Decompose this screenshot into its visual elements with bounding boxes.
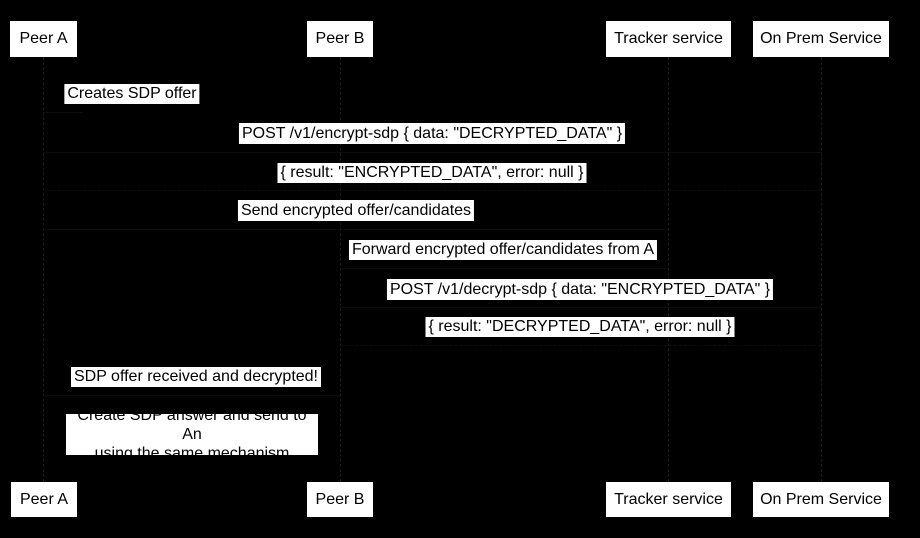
actor-label: Peer A — [19, 490, 69, 508]
lifeline-on-prem-service — [821, 57, 822, 482]
message-arrow — [43, 152, 821, 153]
actor-label: Tracker service — [614, 490, 723, 508]
actor-label: Tracker service — [614, 30, 723, 47]
actor-box-bottom-on-prem-service: On Prem Service — [753, 482, 889, 517]
message-arrow — [340, 345, 821, 346]
message-arrow — [43, 229, 668, 230]
actor-label: On Prem Service — [760, 490, 882, 508]
actor-label: Peer B — [315, 490, 365, 508]
actor-box-top-on-prem-service: On Prem Service — [753, 21, 889, 57]
message-arrow — [340, 268, 668, 269]
message-label: { result: "ENCRYPTED_DATA", error: null … — [277, 163, 587, 183]
actor-label: Peer A — [19, 30, 68, 47]
message-label: Creates SDP offer — [64, 84, 200, 104]
message-arrow — [43, 395, 340, 396]
actor-box-top-tracker-service: Tracker service — [606, 21, 731, 57]
actor-box-bottom-tracker-service: Tracker service — [606, 482, 731, 517]
message-label: POST /v1/encrypt-sdp { data: "DECRYPTED_… — [238, 123, 626, 144]
message-arrow — [43, 190, 821, 191]
message-arrow — [43, 112, 83, 113]
actor-box-bottom-peer-a: Peer A — [11, 482, 77, 517]
lifeline-tracker-service — [668, 57, 669, 482]
lifeline-peer-b — [340, 57, 341, 482]
actor-box-bottom-peer-b: Peer B — [307, 482, 373, 517]
lifeline-peer-a — [43, 57, 44, 482]
message-arrow — [340, 307, 821, 308]
message-label: Send encrypted offer/candidates — [237, 200, 475, 221]
message-label: SDP offer received and decrypted! — [71, 367, 321, 387]
actor-box-top-peer-b: Peer B — [307, 21, 373, 57]
note-line: Create SDP answer and send to An — [77, 407, 307, 443]
actor-box-top-peer-a: Peer A — [10, 21, 77, 57]
note-line: using the same mechanism — [94, 445, 290, 462]
message-label: POST /v1/decrypt-sdp { data: "ENCRYPTED_… — [386, 279, 774, 300]
note-box: Create SDP answer and send to An using th… — [66, 407, 318, 462]
message-label: Forward encrypted offer/candidates from … — [348, 240, 658, 260]
message-label: { result: "DECRYPTED_DATA", error: null … — [425, 317, 735, 337]
actor-label: On Prem Service — [760, 30, 882, 47]
actor-label: Peer B — [315, 30, 365, 47]
